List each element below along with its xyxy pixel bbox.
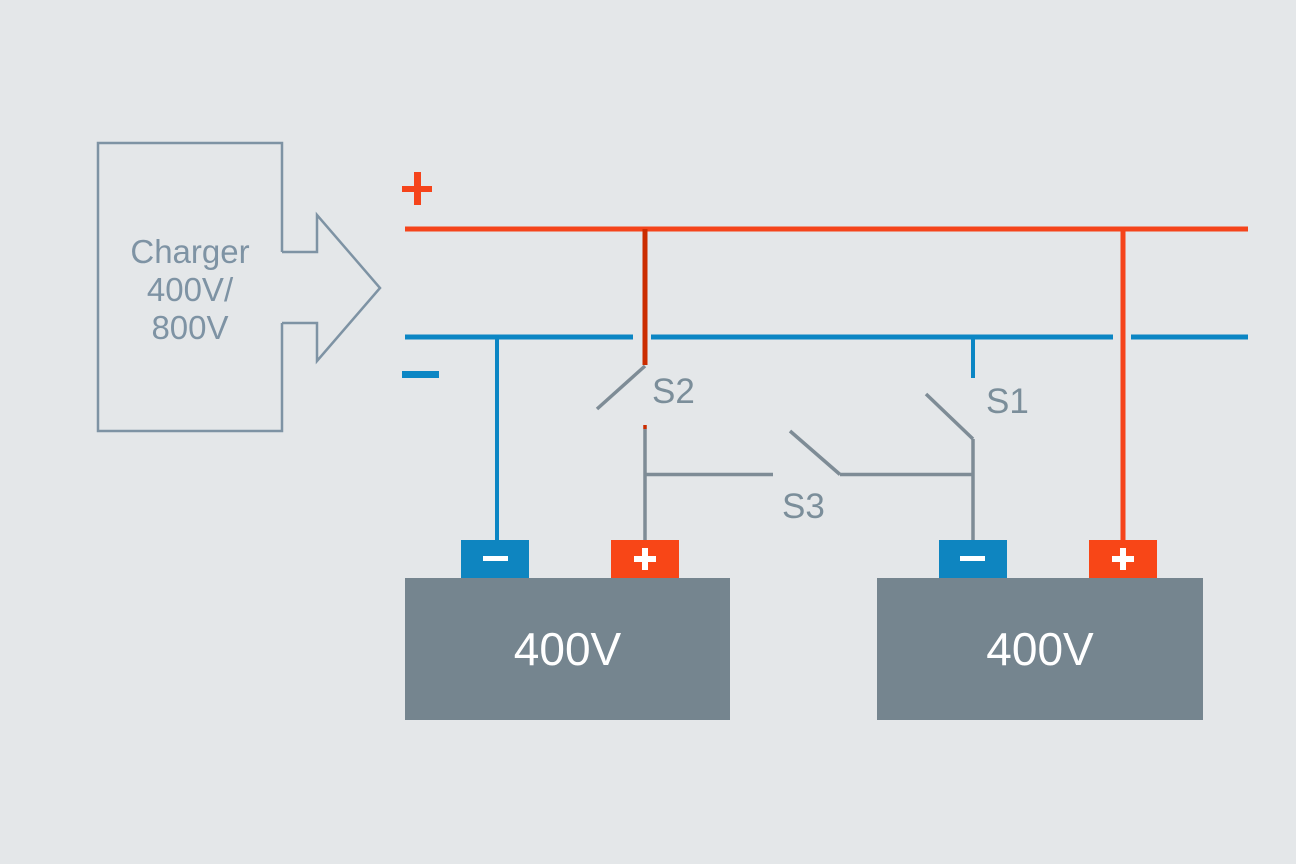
battery-left-negative-sign [483,556,508,561]
charger-box-outline [96,141,284,433]
positive-bus-symbol [402,172,432,205]
charger-label-line3: 800V [151,309,229,346]
charger-label: Charger 400V/ 800V [98,233,282,347]
switch-s1-label: S1 [986,382,1029,421]
charger-arrow-icon [282,211,382,365]
battery-left-voltage-label: 400V [513,623,622,675]
switch-s1-blade [924,392,975,441]
switch-s2-blade [595,364,647,411]
charger-label-line2: 400V/ [146,271,234,308]
negative-bus-symbol [402,371,439,378]
switch-s2-label: S2 [652,372,695,411]
battery-left-positive-sign [634,548,656,570]
switch-s3-label: S3 [782,487,825,526]
battery-right-negative-sign [960,556,985,561]
battery-left-body [405,578,730,720]
charger-label-line1: Charger [130,233,250,270]
battery-right-positive-sign [1112,548,1134,570]
battery-right-body [877,578,1203,720]
switch-s3-blade [788,429,842,476]
battery-right-voltage-label: 400V [986,623,1094,675]
